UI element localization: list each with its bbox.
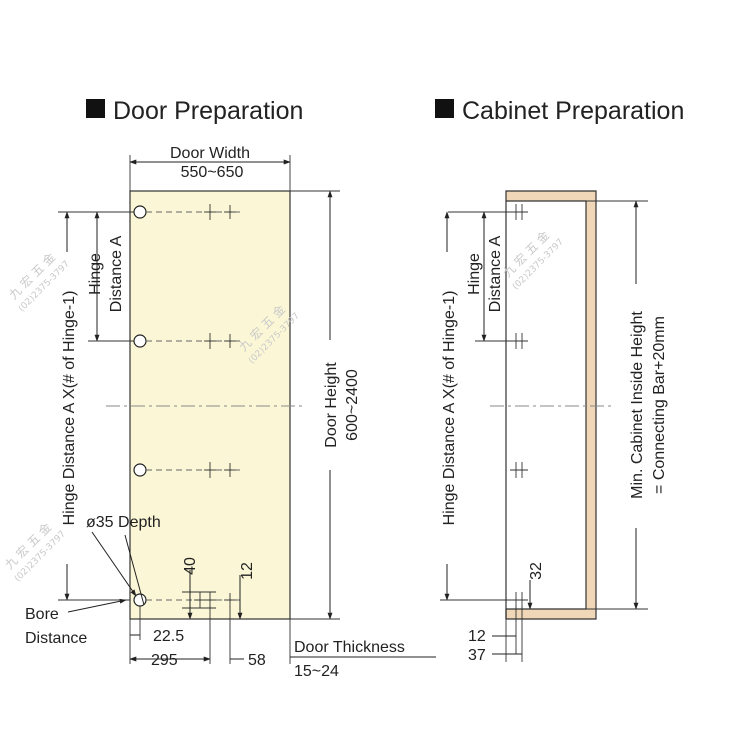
- title-square-icon: [435, 99, 454, 118]
- door-preparation-title: Door Preparation: [113, 97, 303, 125]
- dim-12-cab: 12: [468, 628, 486, 645]
- hinge-distance-a-label-1: Hinge: [87, 253, 104, 295]
- cabinet-section: [505, 190, 597, 620]
- cabinet-hinge-distance-total-label: Hinge Distance A X(# of Hinge-1): [441, 291, 458, 526]
- door-panel: [129, 190, 291, 620]
- hinge-distance-total-label: Hinge Distance A X(# of Hinge-1): [61, 291, 78, 526]
- min-cabinet-height-label-1: Min. Cabinet Inside Height: [629, 311, 646, 499]
- dim-40: 40: [182, 557, 199, 575]
- door-hinge-3: [133, 462, 240, 478]
- dim-58: 58: [248, 652, 266, 669]
- dim-12-door: 12: [239, 562, 256, 580]
- watermark: 九 宏 五 金 (02)2375-3797: [500, 227, 566, 292]
- hinge-distance-a-label-2: Distance A: [108, 235, 125, 312]
- cup-bore-hole: [133, 463, 147, 477]
- cabinet-preparation-title: Cabinet Preparation: [462, 97, 684, 125]
- dim-22-5: 22.5: [153, 628, 184, 645]
- bore-distance-label-1: Bore: [25, 606, 59, 623]
- dim-32: 32: [528, 562, 545, 580]
- door-thickness-label: Door Thickness: [294, 639, 405, 656]
- cabinet-hinge-distance-a-label-1: Hinge: [466, 253, 483, 295]
- door-thickness-range: 15~24: [294, 663, 339, 680]
- bore-diameter-label: ø35 Depth: [86, 514, 161, 531]
- cup-bore-hole: [133, 334, 147, 348]
- dim-37: 37: [468, 647, 486, 664]
- door-height-label: Door Height: [323, 362, 340, 448]
- bore-distance-label-2: Distance: [25, 630, 87, 647]
- cabinet-hinge-marks: [510, 204, 528, 608]
- cabinet-hinge-distance-a-label-2: Distance A: [487, 235, 504, 312]
- title-square-icon: [86, 99, 105, 118]
- watermark: 九 宏 五 金 (02)2375-3797: [2, 519, 68, 584]
- dim-295: 295: [151, 652, 178, 669]
- cup-bore-hole: [133, 205, 147, 219]
- door-width-range: 550~650: [181, 164, 244, 181]
- door-width-label: Door Width: [170, 145, 250, 162]
- door-height-range: 600~2400: [344, 369, 361, 441]
- min-cabinet-height-label-2: = Connecting Bar+20mm: [651, 316, 668, 494]
